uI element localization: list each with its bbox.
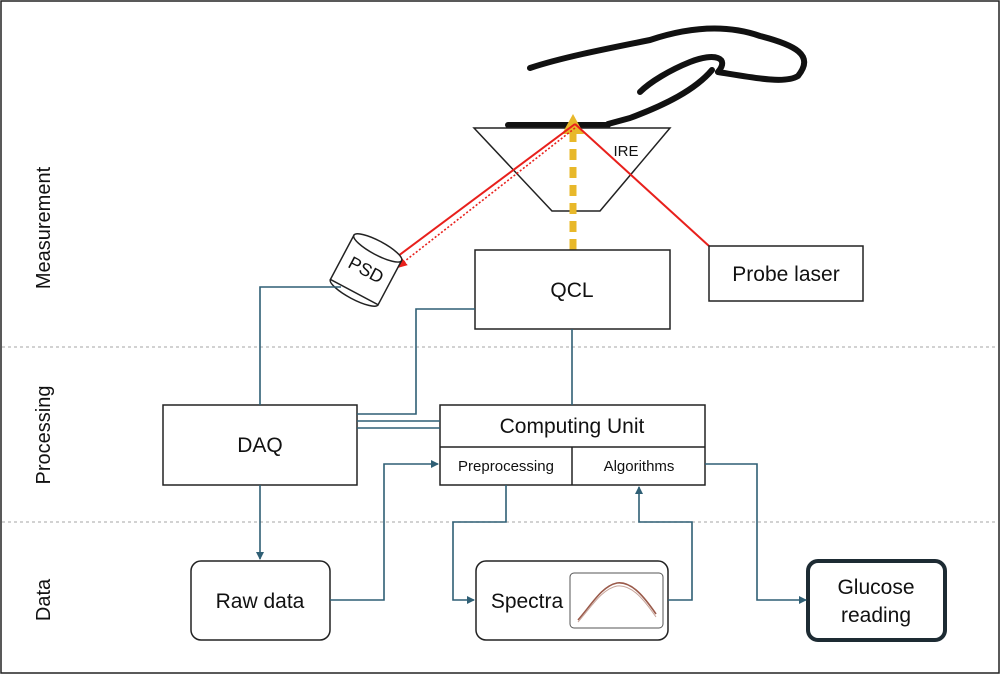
ire-label: IRE [613,143,638,160]
glucose-reading-label-line2: reading [841,604,911,627]
glucose-reading-label-line1: Glucose [837,576,914,599]
section-label-data: Data [33,578,55,621]
daq-label: DAQ [237,434,283,457]
spectra-label: Spectra [491,590,564,613]
section-label-processing: Processing [33,386,55,485]
glucose-reading-box [806,559,947,642]
preprocessing-label: Preprocessing [458,458,554,475]
qcl-box [474,249,671,330]
daq-box [162,404,358,486]
psd-detector: PSD [329,233,403,307]
probe-laser-box [708,245,864,302]
wire-preprocessing-spectra [452,485,507,604]
wire-spectra-algorithms [635,486,693,601]
raw-data-label: Raw data [216,590,305,613]
finger-hand-icon [505,25,807,128]
reflected-beam-solid [389,123,576,263]
probe-laser-incident-beam [574,123,710,247]
wire-daq-qcl [357,308,475,415]
computing-unit: Computing Unit Preprocessing Algorithms [439,404,706,486]
wire-algorithms-glucose [705,463,807,604]
wire-rawdata-preprocessing [330,460,439,601]
spectrum-plot-icon [569,572,664,629]
reflected-beam-dotted [395,127,576,269]
wire-psd-daq [259,286,341,405]
algorithms-label: Algorithms [604,458,675,475]
computing-unit-label: Computing Unit [500,415,645,438]
qcl-label: QCL [550,279,593,302]
probe-laser-label: Probe laser [732,263,839,286]
section-label-measurement: Measurement [33,166,55,289]
wiring [256,286,807,604]
